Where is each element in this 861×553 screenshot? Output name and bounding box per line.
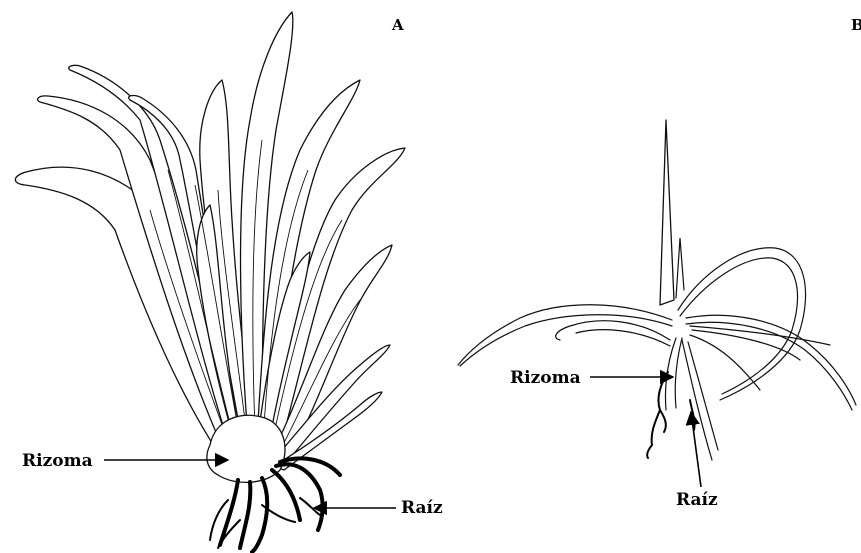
panel-b-roots <box>647 372 694 458</box>
panel-b-leaves <box>458 120 856 460</box>
panel-a-letter: A <box>391 16 404 34</box>
panel-b: B <box>458 16 861 510</box>
panel-b-root-arrow <box>691 412 701 487</box>
panel-a-root-label: Raíz <box>401 498 443 518</box>
panel-a-rhizome-label: Rizoma <box>22 451 93 471</box>
panel-a-leaves <box>15 12 405 470</box>
panel-b-letter: B <box>851 16 861 34</box>
panel-b-rhizome-label: Rizoma <box>510 368 581 388</box>
panel-b-root-label: Raíz <box>676 490 718 510</box>
panel-a: A <box>15 12 443 552</box>
